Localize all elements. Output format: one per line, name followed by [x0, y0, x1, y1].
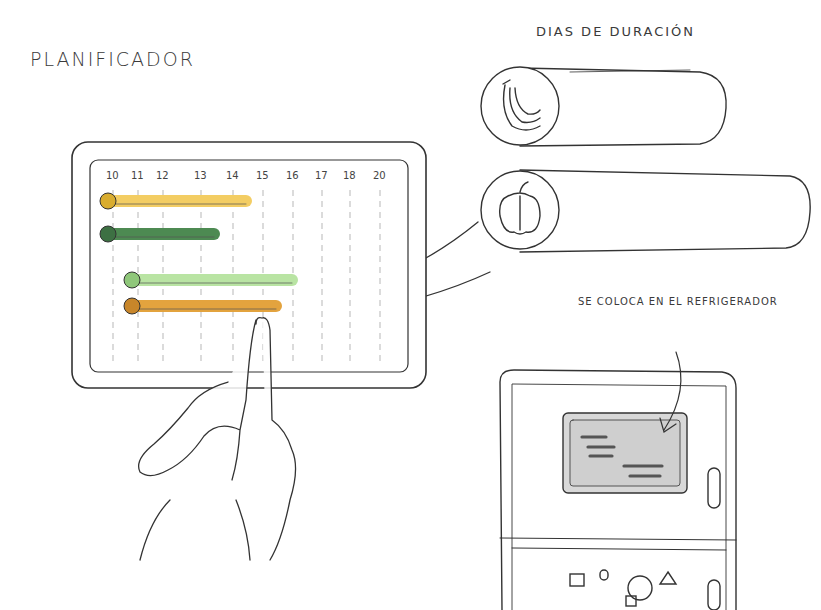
duration-bar [108, 228, 214, 240]
pepper-icon-circle [481, 171, 559, 249]
duration-bar [132, 300, 276, 312]
fridge-button [570, 574, 584, 586]
pepper-icon [500, 182, 540, 234]
page-title: PLANIFICADOR [30, 48, 195, 70]
fridge-outline [512, 384, 726, 610]
fridge-outline [500, 370, 736, 610]
bar-stroke [108, 237, 214, 238]
arrow-head [660, 418, 676, 432]
leader-line [664, 352, 681, 430]
fridge-door-line [500, 538, 736, 550]
annotation-label: DIAS DE DURACIÓN [536, 24, 695, 39]
grid-line [113, 190, 114, 365]
day-number: 14 [226, 170, 239, 181]
day-number: 13 [194, 170, 207, 181]
capsule-stroke [570, 70, 690, 72]
duration-bar [132, 274, 292, 286]
banana-icon-circle [481, 67, 559, 145]
bar-stroke [132, 309, 276, 310]
fridge-button [600, 570, 608, 580]
bar-stroke [132, 283, 292, 284]
day-number: 11 [131, 170, 144, 181]
banana-icon [503, 80, 540, 130]
day-number: 15 [256, 170, 269, 181]
tablet-frame [72, 142, 426, 388]
grid-line [350, 190, 351, 365]
grid-line [380, 190, 381, 365]
day-number: 20 [373, 170, 386, 181]
grid-line [322, 190, 323, 365]
food-icon [100, 226, 116, 242]
fridge-screen [563, 413, 687, 493]
tablet-screen [90, 160, 408, 372]
fridge-button [626, 596, 636, 606]
fridge-handle [708, 580, 720, 610]
day-number: 17 [315, 170, 328, 181]
day-number: 16 [286, 170, 299, 181]
annotation-label: SE COLOCA EN EL REFRIGERADOR [578, 296, 778, 307]
day-number: 10 [106, 170, 119, 181]
fridge-button [660, 572, 676, 584]
food-icon [124, 298, 140, 314]
duration-capsule [520, 170, 810, 252]
bar-stroke [108, 204, 246, 205]
food-icon [124, 272, 140, 288]
fridge-handle [708, 468, 720, 508]
day-number: 12 [156, 170, 169, 181]
day-number: 18 [343, 170, 356, 181]
duration-bar [108, 195, 246, 207]
food-icon [100, 193, 116, 209]
screen-bars [582, 437, 662, 476]
